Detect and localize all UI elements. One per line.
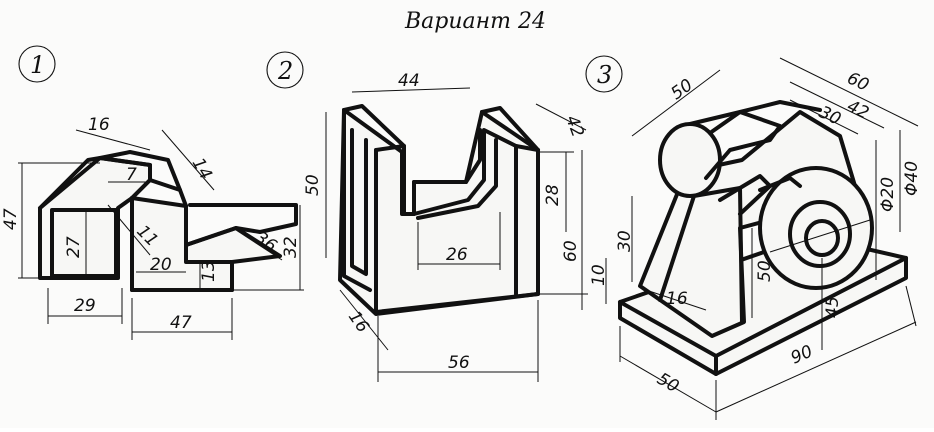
dim-label: 32 — [281, 236, 301, 258]
page-title: Вариант 24 — [404, 9, 546, 34]
dim-label: 30 — [615, 230, 635, 252]
dim-label: 27 — [64, 236, 84, 258]
dim-line — [779, 57, 919, 127]
figure-3-number-circle — [585, 55, 623, 93]
dim-label: Φ40 — [902, 161, 922, 196]
dim-label: 47 — [170, 313, 192, 333]
dim-line — [789, 81, 885, 129]
figure-3: 3 50 60 42 30 Φ20 Φ40 30 — [585, 55, 922, 420]
dim-label: Φ20 — [878, 177, 898, 212]
dim-label: 20 — [150, 255, 172, 275]
figure-3-center-line — [769, 219, 871, 253]
dim-line — [339, 289, 389, 351]
figure-3-bore-inner — [804, 219, 840, 257]
dim-line — [789, 99, 859, 135]
figure-3-rear-lug — [658, 122, 722, 198]
dim-label: 44 — [398, 71, 420, 91]
dim-label: 50 — [667, 75, 696, 104]
dim-line — [75, 129, 151, 151]
figure-2-left-slot — [350, 128, 368, 276]
figure-2-left-edge — [342, 108, 372, 292]
dim-line — [161, 129, 215, 191]
dim-line — [351, 87, 471, 93]
dim-line — [235, 229, 283, 261]
figure-3-number: 3 — [597, 61, 612, 89]
figure-2-notch — [412, 128, 518, 216]
figure-1-top-plate — [188, 203, 298, 234]
dim-label: 14 — [188, 155, 216, 184]
dim-label: 60 — [561, 240, 581, 262]
figure-1-number-circle — [18, 45, 56, 83]
figure-3-boss — [758, 166, 874, 290]
dim-label: 16 — [666, 289, 688, 309]
figure-1-front-face — [50, 208, 118, 278]
figure-2: 2 44 42 50 28 60 26 16 — [266, 51, 588, 382]
figure-3-lug-slot — [688, 110, 782, 180]
dim-label: 50 — [755, 260, 775, 282]
figure-3-boss-slot — [758, 176, 802, 192]
figure-2-front-top — [374, 144, 406, 152]
figure-2-inner-step — [416, 138, 498, 220]
figure-2-bottom — [374, 292, 540, 314]
dim-line — [631, 69, 721, 137]
figure-2-right-top — [480, 106, 540, 152]
dim-label: 10 — [589, 264, 609, 286]
dim-line — [107, 204, 151, 256]
figure-3-lug-step — [718, 174, 772, 216]
figure-2-right-front-top — [514, 144, 540, 152]
figure-2-number-circle — [266, 51, 304, 89]
dim-label: 47 — [1, 208, 21, 230]
figure-1-number: 1 — [30, 51, 45, 79]
figure-1-back-edge — [98, 150, 188, 208]
figure-3-bracket-front — [658, 186, 744, 324]
dim-line — [645, 289, 707, 311]
dim-line — [535, 103, 587, 131]
dim-label: 29 — [74, 296, 96, 316]
dim-label: 45 — [823, 296, 843, 318]
dim-label: 42 — [561, 113, 587, 140]
dim-label: 26 — [446, 245, 468, 265]
figure-1-inner-edge — [130, 178, 182, 200]
dim-label: 28 — [543, 184, 563, 206]
figure-1: 1 47 27 16 14 7 11 20 13 36 — [1, 45, 304, 340]
dim-label: 90 — [788, 341, 816, 368]
dim-line — [905, 285, 917, 327]
dim-line — [619, 355, 717, 413]
figure-2-number: 2 — [277, 57, 293, 85]
dim-label: 50 — [654, 369, 683, 397]
figure-1-front-step — [130, 196, 234, 292]
dim-label: 16 — [344, 307, 373, 336]
dim-label: 56 — [448, 353, 470, 373]
dim-label: 13 — [199, 260, 219, 282]
dim-label: 7 — [126, 165, 137, 185]
dim-label: 16 — [88, 115, 110, 135]
figure-2-inner-back — [412, 128, 482, 184]
figure-2-left-top — [342, 104, 406, 216]
dim-line — [715, 321, 917, 413]
figure-3-bore-outer — [788, 200, 852, 268]
dim-label: 50 — [303, 174, 323, 196]
